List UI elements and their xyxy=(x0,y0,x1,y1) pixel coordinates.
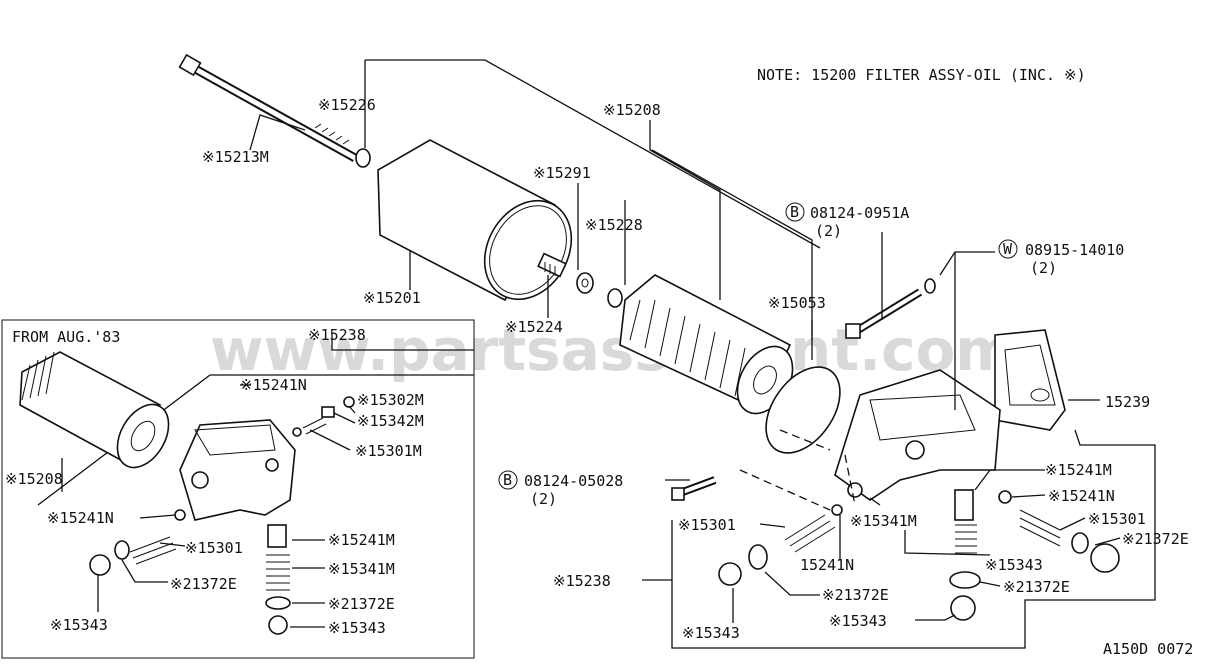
note-text: NOTE: 15200 FILTER ASSY-OIL (INC. ※) xyxy=(757,66,1086,84)
plug-15302m xyxy=(343,396,355,408)
valve-15241m xyxy=(267,524,287,548)
label-08124-05028-qty: (2) xyxy=(530,490,557,508)
label-15301-c: ※15301 xyxy=(1088,510,1146,528)
label-15301m: ※15301M xyxy=(355,442,422,460)
plug-15342m xyxy=(321,406,335,418)
label-15238-left: ※15238 xyxy=(308,326,366,344)
label-15291: ※15291 xyxy=(533,164,591,182)
label-15241n-b: ※15241N xyxy=(47,509,114,527)
bracket-outline-15238 xyxy=(671,429,1156,649)
from-note: FROM AUG.'83 xyxy=(12,328,120,346)
washer-21372e-left xyxy=(114,540,130,560)
spring-15301m xyxy=(302,417,327,435)
label-15238-right: ※15238 xyxy=(553,572,611,590)
plug-15343-left xyxy=(89,554,111,576)
spring-15341m xyxy=(266,554,290,591)
spring-15224 xyxy=(537,252,567,278)
label-21372e-d: ※21372E xyxy=(1003,578,1070,596)
bolt-15213m xyxy=(178,53,358,162)
spring-15301-left xyxy=(129,536,177,565)
callout-bolt-08124-0951a: B 08124-0951A (2) xyxy=(785,202,909,240)
inset-bracket-outline xyxy=(37,374,474,506)
label-15226: ※15226 xyxy=(318,96,376,114)
right-lower-parts xyxy=(671,476,1120,621)
callout-washer-08915-14010: W 08915-14010 (2) xyxy=(998,239,1124,277)
oil-filter-housing-left xyxy=(179,419,296,521)
label-15224: ※15224 xyxy=(505,318,563,336)
leader-lines xyxy=(61,59,1121,628)
label-15228: ※15228 xyxy=(585,216,643,234)
label-15343-e: ※15343 xyxy=(682,624,740,642)
label-21372e-b: ※21372E xyxy=(328,595,395,613)
label-15301-b: ※15301 xyxy=(185,539,243,557)
ball-15241n xyxy=(174,509,186,521)
inset-frame xyxy=(1,319,475,659)
label-15241n-a: ※15241N xyxy=(240,376,307,394)
label-15341m-b: ※15341M xyxy=(850,512,917,530)
washer-08915-14010 xyxy=(924,278,936,294)
label-15343-a: ※15343 xyxy=(50,616,108,634)
label-15208-left: ※15208 xyxy=(5,470,63,488)
label-15213m: ※15213M xyxy=(202,148,269,166)
label-15241m-b: ※15241M xyxy=(1045,461,1112,479)
bolt-symbol: B xyxy=(790,203,799,221)
label-15343-d: ※15343 xyxy=(829,612,887,630)
label-08915-14010: 08915-14010 xyxy=(1025,241,1124,259)
label-08124-0951a-qty: (2) xyxy=(815,222,842,240)
bolt-symbol-2: B xyxy=(503,471,512,489)
plug-15343-center xyxy=(268,615,288,635)
oil-filter-housing-right xyxy=(834,369,1001,501)
label-15341m-a: ※15341M xyxy=(328,560,395,578)
callout-bolt-08124-05028: B 08124-05028 (2) xyxy=(498,470,623,508)
label-08124-0951a: 08124-0951A xyxy=(810,204,909,222)
label-15241n-d: 15241N xyxy=(800,556,854,574)
washer-15228 xyxy=(607,288,623,308)
label-15343-c: ※15343 xyxy=(985,556,1043,574)
label-15208-top: ※15208 xyxy=(603,101,661,119)
label-21372e-a: ※21372E xyxy=(170,575,237,593)
washer-21372e-center xyxy=(265,596,291,610)
washer-15291 xyxy=(576,272,594,294)
label-15342m: ※15342M xyxy=(357,412,424,430)
label-15201: ※15201 xyxy=(363,289,421,307)
label-15301-d: ※15301 xyxy=(678,516,736,534)
label-08124-05028: 08124-05028 xyxy=(524,472,623,490)
label-15241m-a: ※15241M xyxy=(328,531,395,549)
label-15239: 15239 xyxy=(1105,393,1150,411)
washer-15226 xyxy=(355,148,371,168)
label-08915-14010-qty: (2) xyxy=(1030,259,1057,277)
label-15302m: ※15302M xyxy=(357,391,424,409)
figure-code: A150D 0072 xyxy=(1103,640,1193,658)
gasket-15239 xyxy=(994,329,1066,431)
label-21372e-c: ※21372E xyxy=(1122,530,1189,548)
washer-symbol: W xyxy=(1003,240,1013,258)
label-21372e-e: ※21372E xyxy=(822,586,889,604)
label-15343-b: ※15343 xyxy=(328,619,386,637)
label-15241n-c: ※15241N xyxy=(1048,487,1115,505)
label-15053: ※15053 xyxy=(768,294,826,312)
bolt-08124-0951a xyxy=(845,288,923,339)
filter-15208-left xyxy=(19,351,170,469)
